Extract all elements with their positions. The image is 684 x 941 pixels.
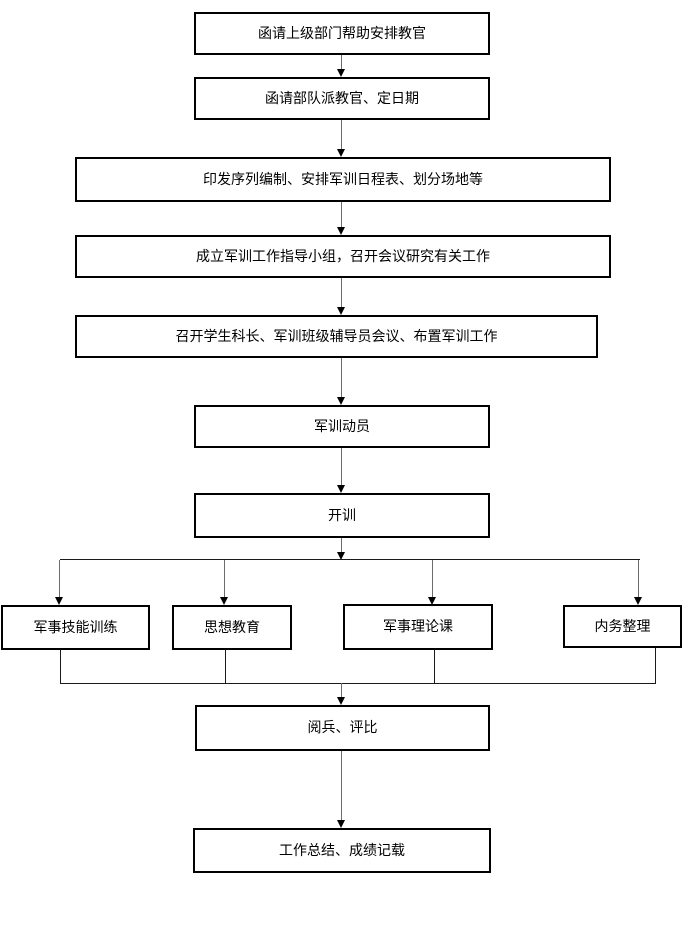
merge-drop-housekeeping — [655, 648, 656, 683]
merge-drop-skills — [60, 650, 61, 683]
arrow-down-6 — [337, 448, 346, 493]
merge-drop-ideology — [225, 650, 226, 683]
node-start-training: 开训 — [194, 493, 490, 538]
node-request-superiors: 函请上级部门帮助安排教官 — [194, 12, 490, 55]
node-mobilization: 军训动员 — [194, 405, 490, 448]
arrow-down-1 — [337, 55, 346, 77]
merge-drop-theory — [434, 650, 435, 683]
arrow-branch-housekeeping — [634, 560, 643, 605]
node-counselor-meeting: 召开学生科长、军训班级辅导员会议、布置军训工作 — [75, 315, 598, 358]
node-military-theory: 军事理论课 — [343, 604, 493, 650]
merge-line — [60, 683, 656, 684]
node-military-skills: 军事技能训练 — [1, 605, 150, 650]
arrow-to-parade — [337, 683, 346, 705]
arrow-to-split — [337, 538, 346, 560]
node-request-troops: 函请部队派教官、定日期 — [194, 77, 490, 120]
node-housekeeping: 内务整理 — [563, 605, 682, 648]
arrow-branch-ideology — [220, 560, 229, 605]
arrow-branch-theory — [428, 560, 437, 605]
arrow-down-2 — [337, 120, 346, 157]
node-ideology-education: 思想教育 — [172, 605, 292, 650]
arrow-to-summary — [337, 751, 346, 828]
node-setup-leading-group: 成立军训工作指导小组，召开会议研究有关工作 — [75, 235, 611, 278]
split-line — [60, 559, 640, 560]
arrow-down-3 — [337, 202, 346, 235]
arrow-down-4 — [337, 278, 346, 315]
arrow-down-5 — [337, 358, 346, 405]
arrow-branch-skills — [55, 560, 64, 605]
node-print-rosters-schedule: 印发序列编制、安排军训日程表、划分场地等 — [75, 157, 611, 202]
node-summary-records: 工作总结、成绩记载 — [193, 828, 491, 873]
node-parade-review: 阅兵、评比 — [195, 705, 490, 751]
